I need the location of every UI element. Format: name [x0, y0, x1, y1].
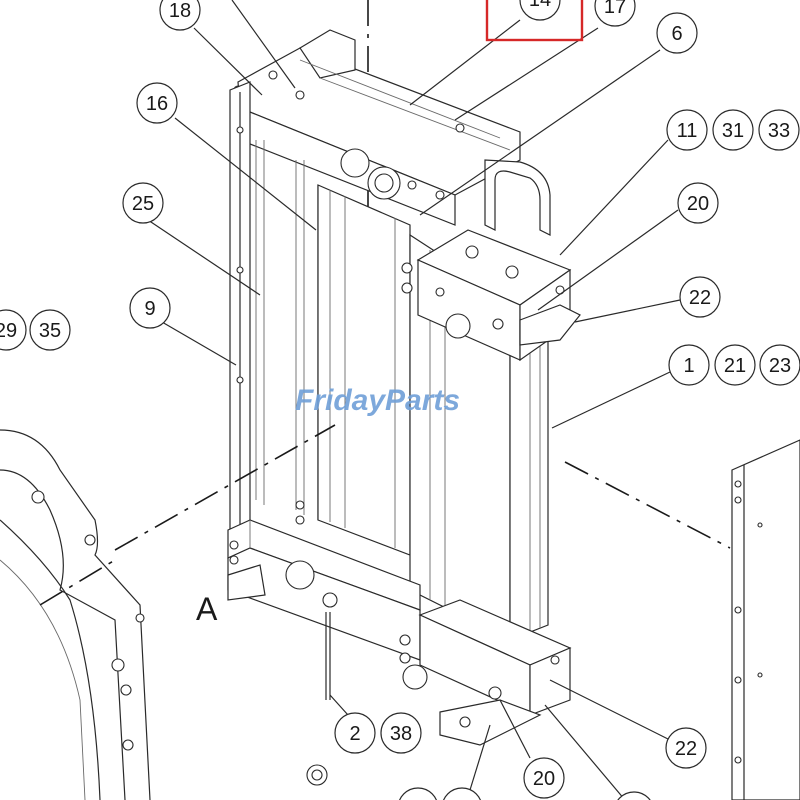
section-line-far-left	[39, 559, 116, 606]
callout-17-label: 17	[604, 0, 626, 18]
lower-tank-block	[399, 599, 572, 746]
radiator-core	[317, 184, 411, 556]
callout-31-label: 31	[722, 120, 744, 142]
drain-plug	[306, 612, 331, 786]
callout-6[interactable]: 6	[656, 12, 698, 54]
callout-23-label: 23	[769, 355, 791, 377]
callout-21[interactable]: 21	[714, 344, 756, 386]
callout-2[interactable]: 2	[334, 712, 376, 754]
callout-31[interactable]: 31	[712, 109, 754, 151]
callout-29-label: 29	[0, 320, 17, 342]
callout-33[interactable]: 33	[758, 109, 800, 151]
callout-20-lower-label: 20	[533, 768, 555, 790]
callout-35[interactable]: 35	[29, 309, 71, 351]
callout-9[interactable]: 9	[129, 287, 171, 329]
callout-1-label: 1	[683, 355, 694, 377]
view-label-a: A	[196, 591, 218, 627]
side-guard-panel-right	[731, 439, 800, 800]
callout-cutoff-1	[399, 787, 437, 800]
callout-9-label: 9	[144, 298, 155, 320]
callout-2-label: 2	[349, 723, 360, 745]
callout-38[interactable]: 38	[380, 712, 422, 754]
callout-38-label: 38	[390, 723, 412, 745]
callout-16-label: 16	[146, 93, 168, 115]
callout-cutoff-3	[617, 791, 651, 800]
callout-17[interactable]: 17	[594, 0, 636, 27]
callout-29[interactable]: 29	[0, 309, 27, 351]
callout-20-upper[interactable]: 20	[677, 182, 719, 224]
callout-33-label: 33	[768, 120, 790, 142]
section-line-right	[564, 461, 731, 549]
callout-16[interactable]: 16	[136, 82, 178, 124]
highlight-box	[485, 0, 584, 42]
fan-shroud-left	[0, 429, 151, 800]
callout-20-upper-label: 20	[687, 193, 709, 215]
callout-21-label: 21	[724, 355, 746, 377]
callout-22-lower-label: 22	[675, 738, 697, 760]
callout-22-upper-label: 22	[689, 287, 711, 309]
top-header-tank	[233, 29, 521, 226]
callout-22-lower[interactable]: 22	[665, 727, 707, 769]
callout-cutoff-2	[443, 787, 481, 800]
callout-14-label: 14	[529, 0, 551, 11]
callout-14[interactable]: 14	[485, 0, 584, 42]
callout-20-lower[interactable]: 20	[523, 757, 565, 799]
callout-23[interactable]: 23	[759, 344, 800, 386]
watermark-part-2: Parts	[385, 384, 460, 417]
callout-11-label: 11	[677, 120, 698, 142]
callout-25[interactable]: 25	[122, 182, 164, 224]
watermark: FridayParts	[295, 384, 460, 417]
upper-tank-block	[401, 159, 581, 362]
callout-1[interactable]: 1	[668, 344, 710, 386]
section-line-left	[114, 424, 336, 551]
leader-lines	[144, 0, 681, 800]
callout-6-label: 6	[671, 23, 682, 45]
watermark-part-1: Friday	[295, 384, 386, 417]
callout-25-label: 25	[132, 193, 154, 215]
callout-18[interactable]: 18	[159, 0, 201, 31]
callout-22-upper[interactable]: 22	[679, 276, 721, 318]
callout-35-label: 35	[39, 320, 61, 342]
callout-11[interactable]: 11	[666, 109, 708, 151]
callout-18-label: 18	[169, 0, 191, 22]
bottom-base-frame	[227, 500, 421, 661]
